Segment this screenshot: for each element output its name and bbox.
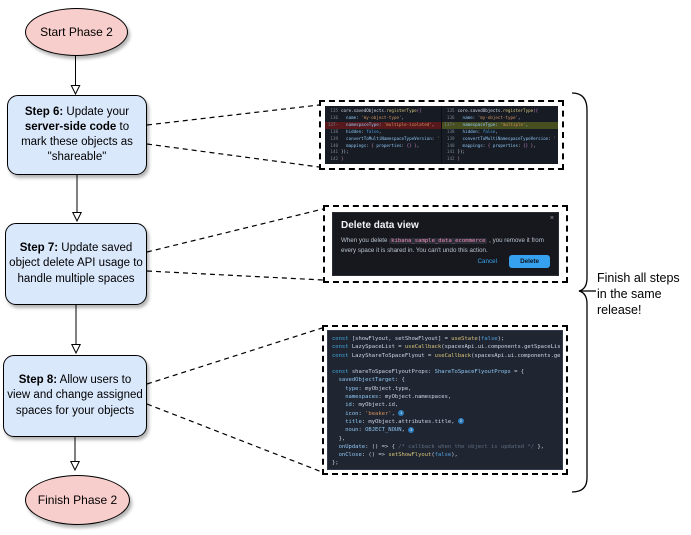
flyout-code-screenshot: const [showFlyout, setShowFlyout] = useS… <box>327 330 563 470</box>
modal-screenshot-frame: × Delete data view When you delete kiban… <box>323 205 568 283</box>
step7-node: Step 7: Update saved object delete API u… <box>5 223 147 305</box>
modal-title: Delete data view <box>341 220 419 231</box>
curly-brace <box>571 92 596 493</box>
cancel-button[interactable]: Cancel <box>477 258 498 265</box>
step8-label: Step 8: Allow users to view and change a… <box>7 374 143 417</box>
brace-note: Finish all steps in the same release! <box>597 271 680 317</box>
start-node: Start Phase 2 <box>25 8 128 56</box>
index-name-badge: kibana_sample_data_ecommerce <box>389 238 488 244</box>
step7-label: Step 7: Update saved object delete API u… <box>9 242 143 285</box>
delete-data-view-modal: × Delete data view When you delete kiban… <box>332 212 559 276</box>
modal-body: When you delete kibana_sample_data_ecomm… <box>341 237 544 254</box>
start-label: Start Phase 2 <box>40 25 113 39</box>
close-icon[interactable]: × <box>549 215 554 222</box>
finish-node: Finish Phase 2 <box>25 475 130 525</box>
step6-node: Step 6: Update your server-side code to … <box>7 95 147 175</box>
code-screenshot-frame: const [showFlyout, setShowFlyout] = useS… <box>322 325 568 475</box>
delete-button[interactable]: Delete <box>509 255 550 268</box>
step6-label: Step 6: Update your server-side code to … <box>21 105 133 164</box>
dashed-connectors <box>146 104 324 473</box>
finish-label: Finish Phase 2 <box>37 493 118 507</box>
step8-node: Step 8: Allow users to view and change a… <box>3 355 147 437</box>
modal-actions: Cancel Delete <box>477 255 550 268</box>
